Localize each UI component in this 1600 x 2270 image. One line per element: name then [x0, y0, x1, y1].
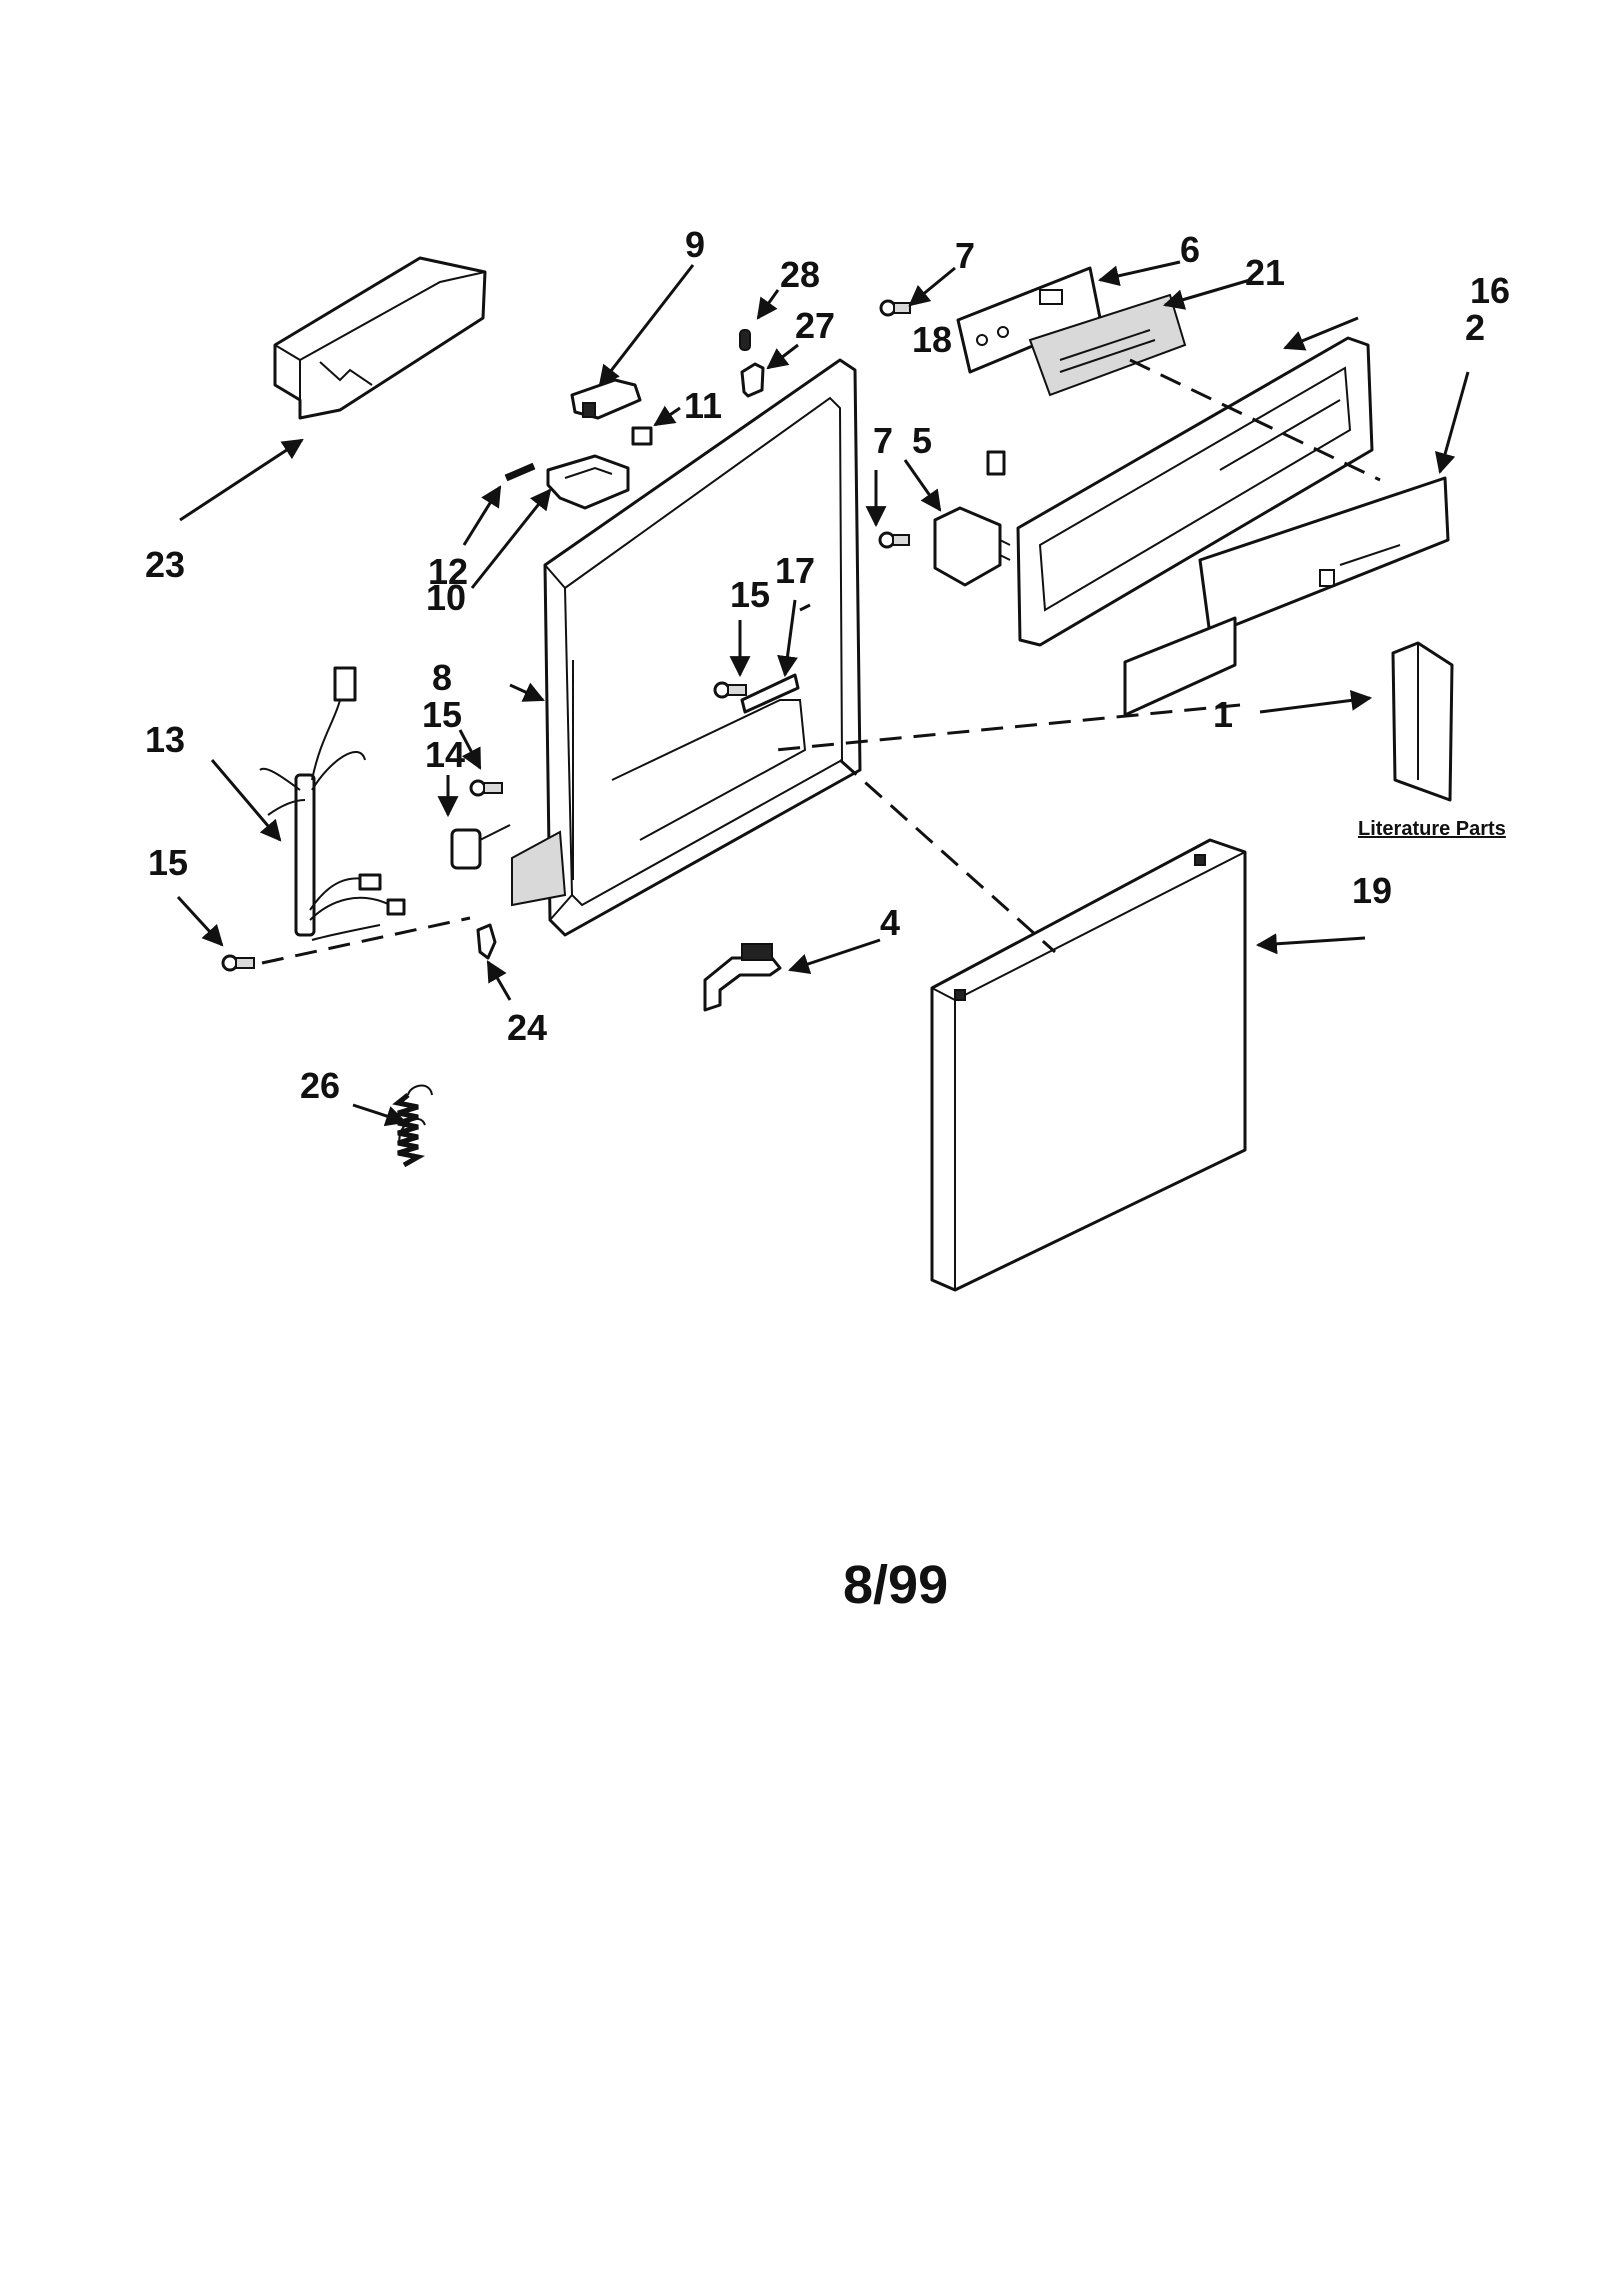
part-15-screw-frame [713, 681, 747, 699]
leader-lines [176, 260, 1470, 1127]
callout-12: 12 [428, 551, 468, 592]
callout-9: 9 [685, 224, 705, 265]
part-5-switch [933, 506, 1011, 587]
callout-2: 2 [1465, 307, 1485, 348]
callout-7-upper: 7 [955, 235, 975, 276]
part-19-door-panel [930, 838, 1247, 1292]
part-21-membrane [1028, 293, 1187, 397]
callout-15-center: 15 [422, 694, 462, 735]
date-code: 8/99 [843, 1555, 948, 1615]
part-15-screw-center [469, 779, 503, 797]
callout-1: 1 [1213, 694, 1233, 735]
callout-11: 11 [684, 385, 722, 426]
callout-13: 13 [145, 719, 185, 760]
callout-5: 5 [912, 420, 932, 461]
literature-parts-label: Literature Parts [1358, 818, 1506, 840]
part-13-wire-harness [259, 666, 406, 941]
callout-26: 26 [300, 1065, 340, 1106]
console-strip [1123, 616, 1237, 717]
part-10-latch-housing [546, 454, 630, 510]
callout-10: 10 [426, 577, 466, 618]
part-12-pin [504, 462, 536, 482]
part-24-clip [476, 923, 497, 960]
callout-18: 18 [912, 319, 952, 360]
part-16-console [1016, 336, 1374, 647]
part-9-latch [570, 378, 642, 420]
part-26-spring [392, 1084, 433, 1168]
callout-19: 19 [1352, 870, 1392, 911]
callout-15-left: 15 [148, 842, 188, 883]
part-28-spring [739, 329, 751, 351]
alignment-lines [261, 358, 1381, 965]
part-14-fuse [450, 824, 511, 870]
callout-8: 8 [432, 657, 452, 698]
callout-15-frame: 15 [730, 574, 770, 615]
part-7-screw-upper [879, 299, 911, 317]
callout-16: 16 [1470, 270, 1510, 311]
callout-21: 21 [1245, 252, 1285, 293]
callout-24: 24 [507, 1007, 547, 1048]
callout-14: 14 [425, 734, 465, 775]
callout-4: 4 [880, 902, 900, 943]
part-17-strip [740, 673, 800, 714]
callout-labels: 1 2 4 5 6 7 7 8 9 10 11 12 13 14 15 15 1… [145, 224, 1510, 1106]
part-27-clip [740, 362, 765, 398]
part-2-trim [1198, 476, 1450, 637]
callout-6: 6 [1180, 229, 1200, 270]
part-11-switch [631, 426, 653, 446]
part-18-knob [986, 450, 1006, 476]
part-1-literature [1391, 641, 1454, 802]
part-23-cover [273, 256, 487, 420]
callout-27: 27 [795, 305, 835, 346]
callout-17: 17 [775, 550, 815, 591]
part-8-door-frame [511, 358, 862, 937]
callout-7-lower: 7 [873, 420, 893, 461]
callout-23: 23 [145, 544, 185, 585]
part-15-screw-left [221, 954, 255, 972]
part-7-screw-lower [878, 531, 910, 549]
callout-28: 28 [780, 254, 820, 295]
part-4-bracket [703, 943, 782, 1012]
